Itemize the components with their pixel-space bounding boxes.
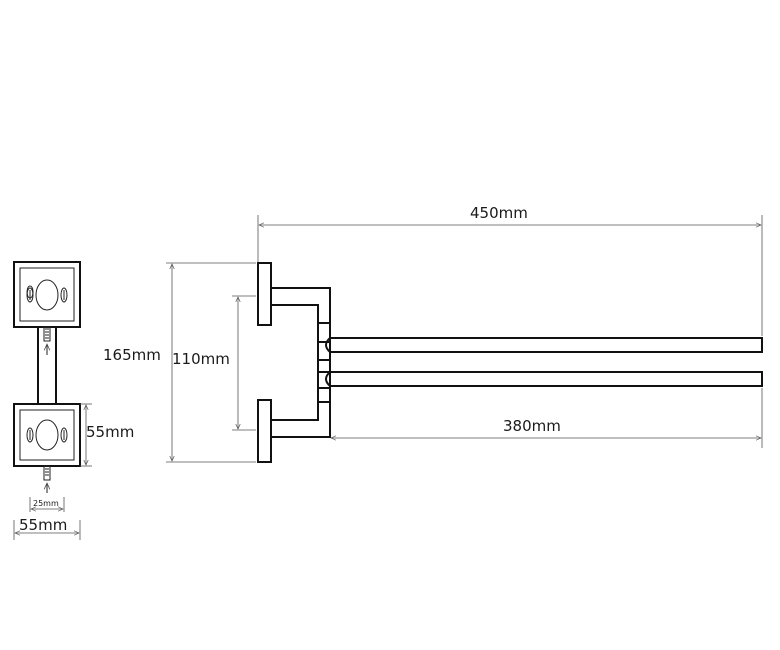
front-view: 55mm 25mm 55mm	[13, 261, 134, 540]
overall-length-label: 450mm	[470, 204, 528, 222]
plate-width-dimension: 55mm	[13, 516, 81, 540]
pivot-column	[317, 323, 331, 402]
upper-towel-arm	[325, 337, 763, 353]
plate-height-label: 55mm	[86, 423, 134, 441]
side-view: 450mm 380mm 165mm 110mm	[103, 204, 763, 463]
lower-bracket	[271, 401, 331, 438]
screw-spacing-label: 25mm	[33, 499, 59, 508]
plate-width-label: 55mm	[19, 516, 67, 534]
plate-height-dimension: 55mm	[80, 403, 134, 467]
arm-length-dimension: 380mm	[331, 388, 763, 448]
lower-towel-arm	[325, 371, 763, 387]
arm-length-label: 380mm	[503, 417, 561, 435]
mount-spacing-dimension: 110mm	[172, 295, 256, 431]
total-height-label: 165mm	[103, 346, 161, 364]
total-height-dimension: 165mm	[103, 262, 256, 463]
connecting-post	[37, 326, 57, 404]
upper-bracket	[271, 287, 331, 324]
top-mounting-plate	[13, 261, 81, 328]
overall-length-dimension: 450mm	[257, 204, 763, 336]
lower-wall-plate	[257, 399, 272, 463]
bottom-mounting-plate	[13, 403, 81, 493]
mount-spacing-label: 110mm	[172, 350, 230, 368]
upper-wall-plate	[257, 262, 272, 326]
screw-spacing-dimension: 25mm	[29, 497, 65, 512]
